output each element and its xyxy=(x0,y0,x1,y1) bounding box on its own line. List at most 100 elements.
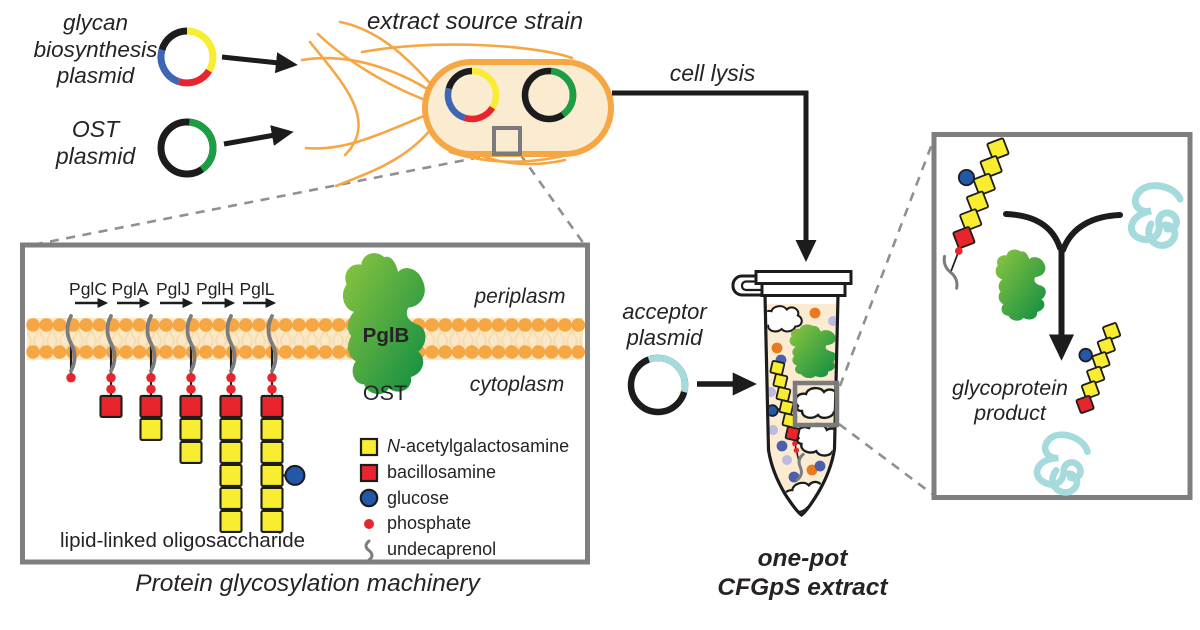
galnac-unit xyxy=(179,440,203,464)
enzyme-label-pgla: PglA xyxy=(111,279,149,299)
galnac-unit xyxy=(769,360,786,376)
acceptor-plasmid-label-line1: acceptor xyxy=(622,299,707,324)
legend-label: bacillosamine xyxy=(387,462,497,483)
glycan-chain xyxy=(65,314,77,383)
lipid-head xyxy=(79,345,93,359)
cytoplasm-label: cytoplasm xyxy=(469,373,565,396)
tube-outline xyxy=(763,293,840,517)
cell-plasmid-glycan xyxy=(444,67,500,123)
inset-connector-lines xyxy=(26,135,937,498)
lipid-head xyxy=(425,345,439,359)
galnac-unit xyxy=(139,417,163,441)
dashed-line xyxy=(518,153,586,245)
membrane xyxy=(26,318,586,360)
extract-dot xyxy=(768,425,778,435)
glucose-unit xyxy=(957,168,976,187)
bacillosamine-unit xyxy=(179,394,203,418)
phosphate-unit xyxy=(66,373,76,383)
zoom-region-square-tube xyxy=(792,380,840,428)
acceptor-plasmid xyxy=(627,354,689,416)
extract-source-strain-cell xyxy=(300,20,614,188)
phosphate-unit xyxy=(146,384,156,394)
tube-cap-lower xyxy=(760,282,847,297)
enzyme-label-pglc: PglC xyxy=(69,279,107,299)
lipid-head xyxy=(478,318,493,332)
cell-lysis-label: cell lysis xyxy=(669,60,756,86)
lipid-head xyxy=(172,345,187,359)
legend: N-acetylgalactosamine bacillosamine gluc… xyxy=(358,434,569,562)
glycoprotein-product-line2: product xyxy=(974,401,1046,426)
phosphate-unit xyxy=(267,384,277,394)
galnac-unit xyxy=(260,509,284,533)
undecaprenol-tail xyxy=(225,314,237,373)
glycan-plasmid-label-line1: glycan xyxy=(62,10,129,35)
galnac-unit xyxy=(1086,365,1106,385)
galnac-unit xyxy=(1102,322,1122,342)
lipid-head xyxy=(292,318,306,332)
galnac-unit xyxy=(219,509,243,533)
lipid-head xyxy=(518,345,532,359)
lipid-head xyxy=(26,345,40,359)
phosphate-unit xyxy=(792,440,798,447)
tube-contents xyxy=(767,305,836,513)
llo-chains xyxy=(65,314,306,533)
n-acetylgalactosamine-icon xyxy=(359,437,379,456)
lipid-head xyxy=(465,345,479,359)
lipid-head xyxy=(518,318,532,332)
ost-plasmid-arrow xyxy=(223,125,294,147)
enzyme-label-pgll: PglL xyxy=(239,279,275,299)
extract-source-strain-label: extract source strain xyxy=(366,8,584,35)
lipid-head xyxy=(438,318,453,332)
cell-lysis-arrow xyxy=(612,90,817,262)
extract-dot xyxy=(776,440,788,452)
legend-item-undecaprenol: undecaprenol xyxy=(358,537,569,563)
lipid-head xyxy=(39,318,54,332)
extract-dot xyxy=(814,460,826,472)
undecaprenol-tail xyxy=(65,314,77,373)
galnac-unit xyxy=(219,440,243,464)
undecaprenol-tail xyxy=(185,314,197,373)
galnac-unit xyxy=(979,155,1003,179)
glucose-unit xyxy=(1078,347,1093,363)
undecaprenol-icon xyxy=(364,539,374,561)
glucose-icon xyxy=(359,488,379,508)
galnac-unit xyxy=(260,486,284,510)
dashed-line xyxy=(26,152,497,248)
galnac-unit xyxy=(772,373,789,389)
undecaprenol-tail xyxy=(266,314,278,373)
lipid-head xyxy=(212,345,226,359)
phosphate-unit xyxy=(226,373,236,383)
lipid-head xyxy=(558,345,572,359)
legend-label: glucose xyxy=(387,487,450,508)
lipid-head xyxy=(132,345,147,359)
glycan-chain xyxy=(179,314,203,464)
galnac-unit xyxy=(972,172,996,196)
lipid-head xyxy=(558,318,572,332)
phosphate-unit xyxy=(793,447,800,453)
lipid-head xyxy=(252,318,266,332)
lipid-head xyxy=(491,345,506,359)
phosphate-unit xyxy=(186,373,196,383)
lipid-head xyxy=(571,345,586,359)
bacillosamine-icon xyxy=(359,463,379,482)
lipid-head xyxy=(52,345,67,359)
bacillosamine-unit xyxy=(1075,394,1095,414)
galnac-unit xyxy=(1096,336,1116,356)
lipid-head xyxy=(239,345,253,359)
glycan-chain xyxy=(1075,322,1122,414)
lipid-head xyxy=(119,318,133,332)
dashed-line xyxy=(838,135,937,387)
protein-aggregate xyxy=(767,305,803,333)
lipid-head xyxy=(278,345,293,359)
legend-label: phosphate xyxy=(387,513,472,534)
lipid-head xyxy=(159,345,173,359)
glycan-chain xyxy=(219,314,243,533)
galnac-unit xyxy=(778,399,795,416)
galnac-unit xyxy=(260,417,284,441)
undecaprenol-tail xyxy=(105,314,117,373)
pglb-enzyme-right xyxy=(995,249,1046,321)
undecaprenol-tail xyxy=(942,254,959,290)
lipid-head xyxy=(278,318,293,332)
lipid-head xyxy=(451,345,466,359)
